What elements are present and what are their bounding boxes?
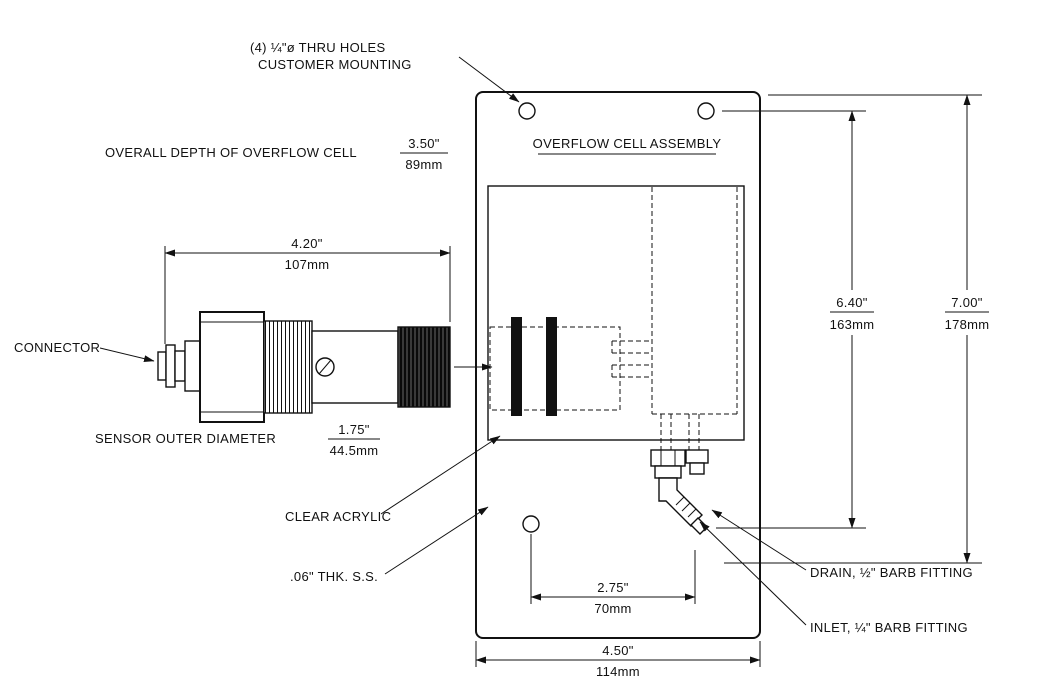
drain-label: DRAIN, ½" BARB FITTING	[810, 565, 973, 580]
note-overall-depth: OVERALL DEPTH OF OVERFLOW CELL 3.50" 89m…	[105, 136, 448, 172]
connector-body	[174, 350, 186, 382]
drawing-title: OVERFLOW CELL ASSEMBLY	[533, 136, 722, 151]
sheet-metal-label: .06" THK. S.S.	[290, 569, 378, 584]
mounting-hole-bottom-left	[522, 515, 540, 533]
dim-mm: 89mm	[405, 157, 442, 172]
dim-in: 2.75"	[597, 580, 629, 595]
dim-mm: 44.5mm	[330, 443, 379, 458]
inlet-label: INLET, ¼" BARB FITTING	[810, 620, 968, 635]
barb-ridge	[687, 508, 697, 518]
inlet-stem	[689, 462, 705, 475]
sensor-od-label: SENSOR OUTER DIAMETER	[95, 431, 276, 446]
leader-line	[458, 56, 520, 103]
dim-in: 3.50"	[408, 136, 440, 151]
overall-depth-label: OVERALL DEPTH OF OVERFLOW CELL	[105, 145, 357, 160]
dim-in: 4.20"	[291, 236, 323, 251]
leader-line	[380, 435, 501, 515]
leader-line	[99, 347, 155, 363]
callout-clear-acrylic: CLEAR ACRYLIC	[285, 435, 501, 524]
dim-in: 1.75"	[338, 422, 370, 437]
leader-line	[384, 506, 489, 575]
dim-port-span: 2.75" 70mm	[530, 534, 696, 616]
dim-overall-width: 4.50" 114mm	[475, 641, 761, 679]
mounting-hole-top-right	[697, 102, 715, 120]
callout-sheet-metal: .06" THK. S.S.	[290, 506, 489, 584]
cell-outline	[487, 185, 745, 441]
dim-mm: 70mm	[594, 601, 631, 616]
drain-hex-nut	[650, 449, 686, 467]
dim-overall-height: 7.00" 178mm	[724, 94, 994, 564]
connector-label: CONNECTOR	[14, 340, 100, 355]
thru-holes-label-line1: (4) ¼"ø THRU HOLES	[250, 40, 385, 55]
dim-in: 7.00"	[951, 295, 983, 310]
dim-mm: 178mm	[945, 317, 990, 332]
dim-sensor-length: 4.20" 107mm	[164, 236, 451, 344]
dim-mm: 114mm	[596, 664, 640, 679]
dim-mm: 163mm	[830, 317, 875, 332]
connector-collar	[184, 340, 201, 392]
callout-thru-holes: (4) ¼"ø THRU HOLES CUSTOMER MOUNTING	[250, 40, 520, 103]
inlet-hex-nut	[685, 449, 709, 464]
drain-nut	[654, 465, 682, 479]
dim-mm: 107mm	[285, 257, 330, 272]
connector-tip	[157, 351, 167, 381]
dim-in: 4.50"	[602, 643, 634, 658]
callout-drain: DRAIN, ½" BARB FITTING	[711, 509, 973, 580]
dim-in: 6.40"	[836, 295, 868, 310]
callout-connector: CONNECTOR	[14, 340, 155, 363]
sensor-body	[199, 311, 265, 423]
leader-line	[711, 509, 807, 571]
leader-line	[699, 521, 807, 626]
screw-slot	[318, 359, 332, 375]
clear-acrylic-label: CLEAR ACRYLIC	[285, 509, 391, 524]
thru-holes-label-line2: CUSTOMER MOUNTING	[258, 57, 412, 72]
sensor	[157, 311, 493, 423]
mounting-hole-top-left	[518, 102, 536, 120]
callout-inlet: INLET, ¼" BARB FITTING	[699, 521, 968, 635]
sensor-seal-band	[546, 317, 557, 416]
barb-ridge	[681, 502, 691, 512]
knurled-cap	[397, 326, 451, 408]
sensor-threads	[263, 320, 313, 414]
connector-flange	[165, 344, 176, 388]
acrylic-cell	[487, 185, 745, 450]
note-sensor-od: SENSOR OUTER DIAMETER 1.75" 44.5mm	[95, 422, 380, 458]
barb-ridge	[675, 496, 685, 506]
sensor-seal-band	[511, 317, 522, 416]
dim-hole-span: 6.40" 163mm	[716, 110, 879, 529]
